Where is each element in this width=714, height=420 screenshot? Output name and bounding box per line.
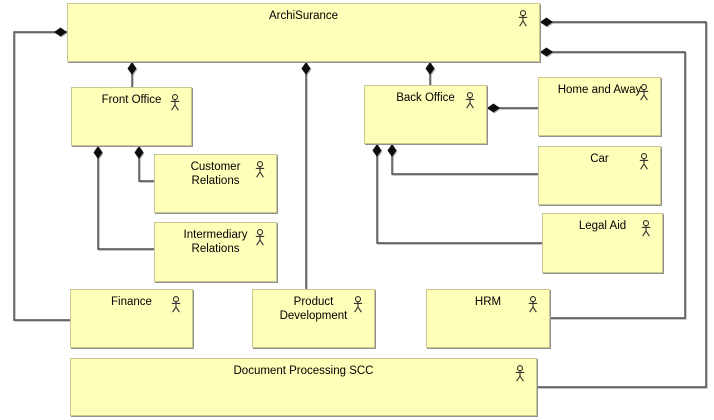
relation-front-office-customer-relations [138,146,154,182]
actor-box-finance[interactable]: Finance [70,289,193,348]
composition-diamond [425,62,435,75]
actor-box-archisurance[interactable]: ArchiSurance [67,3,540,62]
actor-box-document-processing-scc[interactable]: Document Processing SCC [70,358,537,416]
actor-box-back-office[interactable]: Back Office [364,85,487,144]
composition-diamond [93,146,103,159]
business-actor-icon [255,161,265,178]
actor-box-intermediary-relations[interactable]: Intermediary Relations [154,222,277,282]
actor-label: Legal Aid [578,220,627,232]
actor-label: Finance [111,296,152,308]
actor-label: Car [590,153,609,165]
actor-label: Home and Away [557,84,642,96]
business-actor-icon [465,92,475,109]
actor-box-legal-aid[interactable]: Legal Aid [542,213,663,273]
composition-diamond [372,144,382,157]
business-actor-icon [171,296,181,313]
actor-label: ArchiSurance [268,10,339,22]
business-actor-icon [353,296,363,313]
business-actor-icon [639,84,649,101]
actor-label: Product Development [279,296,348,322]
relation-front-office-intermediary-relations [97,146,154,250]
actor-box-hrm[interactable]: HRM [426,289,550,348]
composition-diamond [540,47,553,57]
actor-label: Customer Relations [190,161,241,187]
composition-diamond [134,146,144,159]
composition-diamond [54,27,67,37]
business-actor-icon [255,229,265,246]
actor-box-customer-relations[interactable]: Customer Relations [154,154,277,213]
business-actor-icon [639,153,649,170]
relation-back-office-car [391,144,538,175]
composition-diamond [387,144,397,157]
actor-label: Intermediary Relations [183,229,248,255]
actor-box-home-and-away[interactable]: Home and Away [538,77,661,136]
relation-archisurance-finance [13,31,70,321]
actor-label: HRM [474,296,502,308]
actor-label: Front Office [101,94,162,106]
actor-label: Document Processing SCC [233,365,374,377]
composition-diamond [540,17,553,27]
business-actor-icon [170,94,180,111]
actor-box-front-office[interactable]: Front Office [71,87,192,146]
business-actor-icon [518,10,528,27]
composition-diamond [487,103,500,113]
business-actor-icon [641,220,651,237]
actor-box-car[interactable]: Car [538,146,661,205]
relation-back-office-legal-aid [376,144,542,244]
actor-box-product-development[interactable]: Product Development [252,289,375,348]
actor-label: Back Office [396,92,455,104]
business-actor-icon [528,296,538,313]
composition-diamond [301,62,311,75]
business-actor-icon [515,365,525,382]
composition-diamond [127,62,137,75]
